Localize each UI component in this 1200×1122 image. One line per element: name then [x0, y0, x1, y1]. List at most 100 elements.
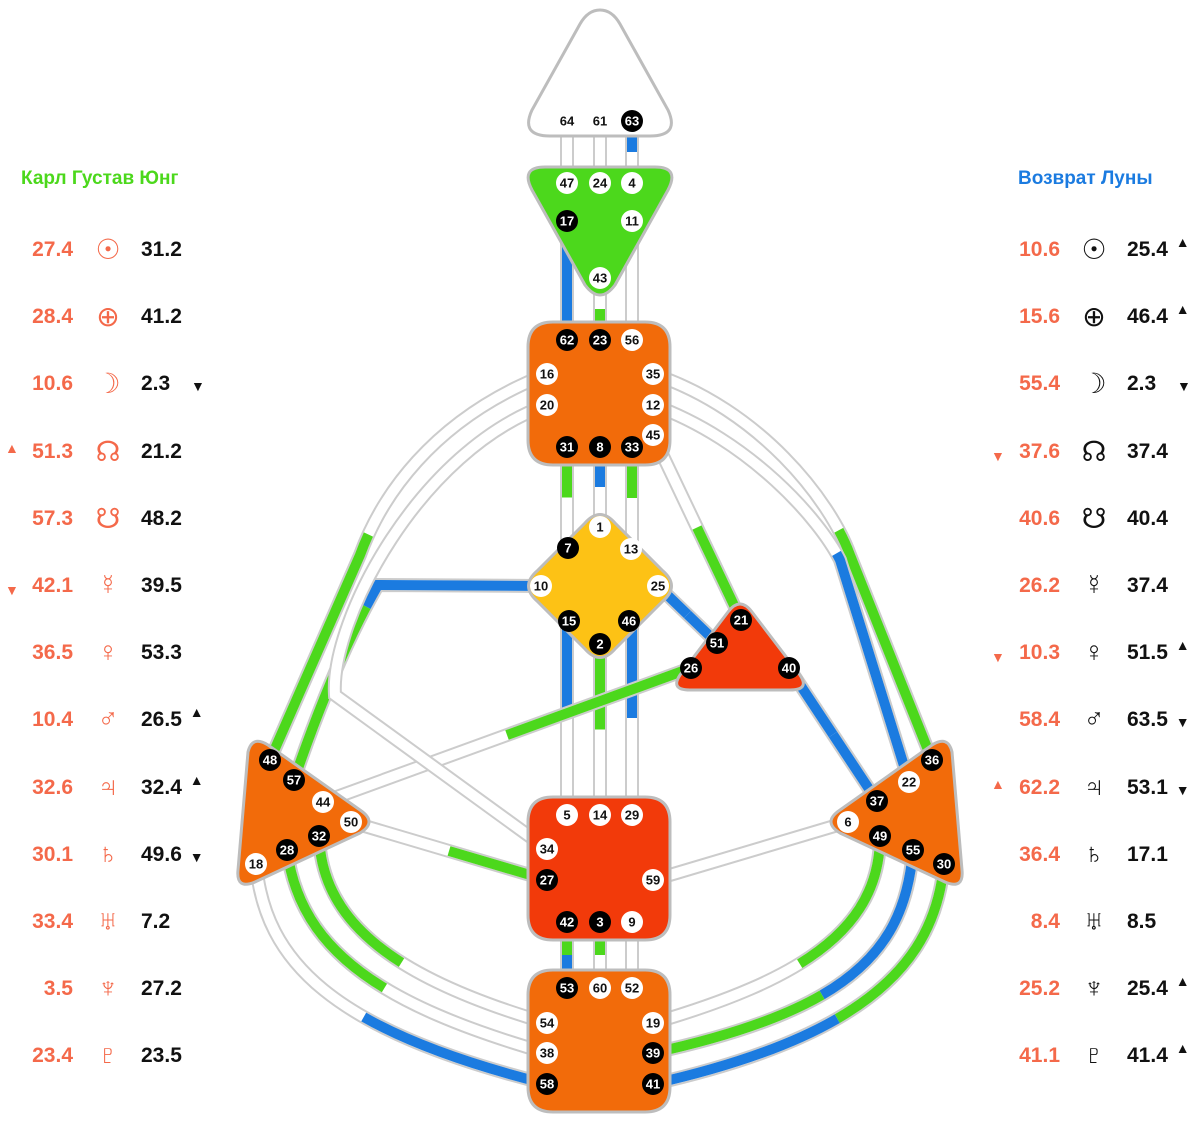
center-sacral[interactable]: 5 14 29 34 27 59 42 3 9 [526, 795, 672, 942]
gate-circle [556, 329, 578, 351]
gate-21[interactable]: 21 [730, 609, 752, 631]
channel-half-active [349, 817, 549, 885]
center-g[interactable]: 1 13 710 25 15 46 2 [527, 513, 673, 659]
gate-8[interactable]: 8 [589, 436, 611, 458]
gate-42[interactable]: 42 [556, 911, 578, 933]
gate-15[interactable]: 15 [558, 610, 580, 632]
gate-28[interactable]: 28 [276, 839, 298, 861]
gate-36[interactable]: 36 [921, 749, 943, 771]
saturn-icon: ♄ [1083, 837, 1105, 869]
gate-10[interactable]: 10 [530, 575, 552, 597]
gate-23[interactable]: 23 [589, 329, 611, 351]
gate-circle [680, 657, 702, 679]
channel-30-41 [651, 863, 951, 1091]
gate-26[interactable]: 26 [680, 657, 702, 679]
gate-45[interactable]: 45 [642, 424, 664, 446]
gate-7[interactable]: 7 [557, 537, 579, 559]
gate-31[interactable]: 31 [556, 436, 578, 458]
gate-58[interactable]: 58 [536, 1073, 558, 1095]
gate-38[interactable]: 38 [536, 1042, 558, 1064]
personality-value: 8.5 [1127, 910, 1157, 933]
gate-47[interactable]: 47 [556, 172, 578, 194]
gate-62[interactable]: 62 [556, 329, 578, 351]
center-head[interactable]: 64 61 63 [527, 8, 673, 138]
center-throat[interactable]: 62 23 56 16 35 20 12 45 31 8 33 [526, 320, 672, 467]
gate-54[interactable]: 54 [536, 1012, 558, 1034]
gate-5[interactable]: 5 [556, 804, 578, 826]
gate-3[interactable]: 3 [589, 911, 611, 933]
gate-25[interactable]: 25 [647, 575, 669, 597]
gate-57[interactable]: 57 [283, 769, 305, 791]
gate-30[interactable]: 30 [933, 853, 955, 875]
gate-46[interactable]: 46 [618, 610, 640, 632]
gate-27[interactable]: 27 [536, 869, 558, 891]
gate-35[interactable]: 35 [642, 363, 664, 385]
gate-40[interactable]: 40 [778, 657, 800, 679]
gate-59[interactable]: 59 [642, 869, 664, 891]
personality-arrow-down-icon: ▼ [191, 378, 205, 395]
gate-52[interactable]: 52 [621, 977, 643, 999]
center-root[interactable]: 53 60 52 54 19 38 39 58 41 [526, 968, 672, 1114]
gate-37[interactable]: 37 [866, 790, 888, 812]
personality-value: 53.1 [1127, 775, 1168, 799]
gate-11[interactable]: 11 [621, 210, 643, 232]
gate-22[interactable]: 22 [898, 771, 920, 793]
gate-63[interactable]: 63 [621, 110, 643, 132]
gate-circle [837, 811, 859, 833]
gate-20[interactable]: 20 [536, 394, 558, 416]
gate-50[interactable]: 50 [340, 811, 362, 833]
gate-49[interactable]: 49 [869, 825, 891, 847]
gate-1[interactable]: 1 [589, 516, 611, 538]
gate-17[interactable]: 17 [556, 210, 578, 232]
gate-29[interactable]: 29 [621, 804, 643, 826]
gate-53[interactable]: 53 [556, 977, 578, 999]
gate-4[interactable]: 4 [621, 172, 643, 194]
gate-number: 52 [625, 981, 639, 996]
gate-41[interactable]: 41 [642, 1073, 664, 1095]
gate-18[interactable]: 18 [245, 853, 267, 875]
gate-number: 57 [287, 773, 301, 788]
gate-34[interactable]: 34 [536, 838, 558, 860]
gate-circle [621, 172, 643, 194]
gate-51[interactable]: 51 [706, 632, 728, 654]
gate-circle [312, 791, 334, 813]
center-spleen[interactable]: 48 57 44 50 32 28 18 [236, 739, 371, 886]
gate-circle [556, 977, 578, 999]
gate-circle [642, 363, 664, 385]
channel-20-34 [327, 398, 552, 855]
personality-value: 40.4 [1127, 506, 1168, 530]
channel-50-27 [349, 815, 549, 887]
gate-6[interactable]: 6 [837, 811, 859, 833]
spleen-shape [236, 739, 371, 886]
gate-32[interactable]: 32 [308, 825, 330, 847]
gate-number: 9 [628, 915, 635, 930]
gate-56[interactable]: 56 [621, 329, 643, 351]
design-value: 62.2 [1019, 775, 1060, 799]
gate-55[interactable]: 55 [902, 839, 924, 861]
gate-19[interactable]: 19 [642, 1012, 664, 1034]
gate-61[interactable]: 61 [593, 114, 607, 129]
gate-13[interactable]: 13 [620, 538, 642, 560]
gate-44[interactable]: 44 [312, 791, 334, 813]
gate-9[interactable]: 9 [621, 911, 643, 933]
gate-16[interactable]: 16 [536, 363, 558, 385]
gate-circle [558, 610, 580, 632]
gate-43[interactable]: 43 [589, 267, 611, 289]
gate-60[interactable]: 60 [589, 977, 611, 999]
south-node-icon: ☋ [95, 502, 121, 534]
gate-64[interactable]: 64 [560, 114, 575, 129]
gate-24[interactable]: 24 [589, 172, 611, 194]
gate-number: 58 [540, 1077, 554, 1092]
design-value: 10.6 [32, 372, 73, 396]
gate-circle [589, 172, 611, 194]
gate-33[interactable]: 33 [621, 436, 643, 458]
gate-48[interactable]: 48 [259, 749, 281, 771]
gate-39[interactable]: 39 [642, 1042, 664, 1064]
gate-14[interactable]: 14 [589, 804, 611, 826]
gate-12[interactable]: 12 [642, 394, 664, 416]
center-ajna[interactable]: 47 24 4 17 11 43 [526, 165, 674, 297]
gate-2[interactable]: 2 [589, 633, 611, 655]
design-value: 28.4 [32, 305, 73, 329]
